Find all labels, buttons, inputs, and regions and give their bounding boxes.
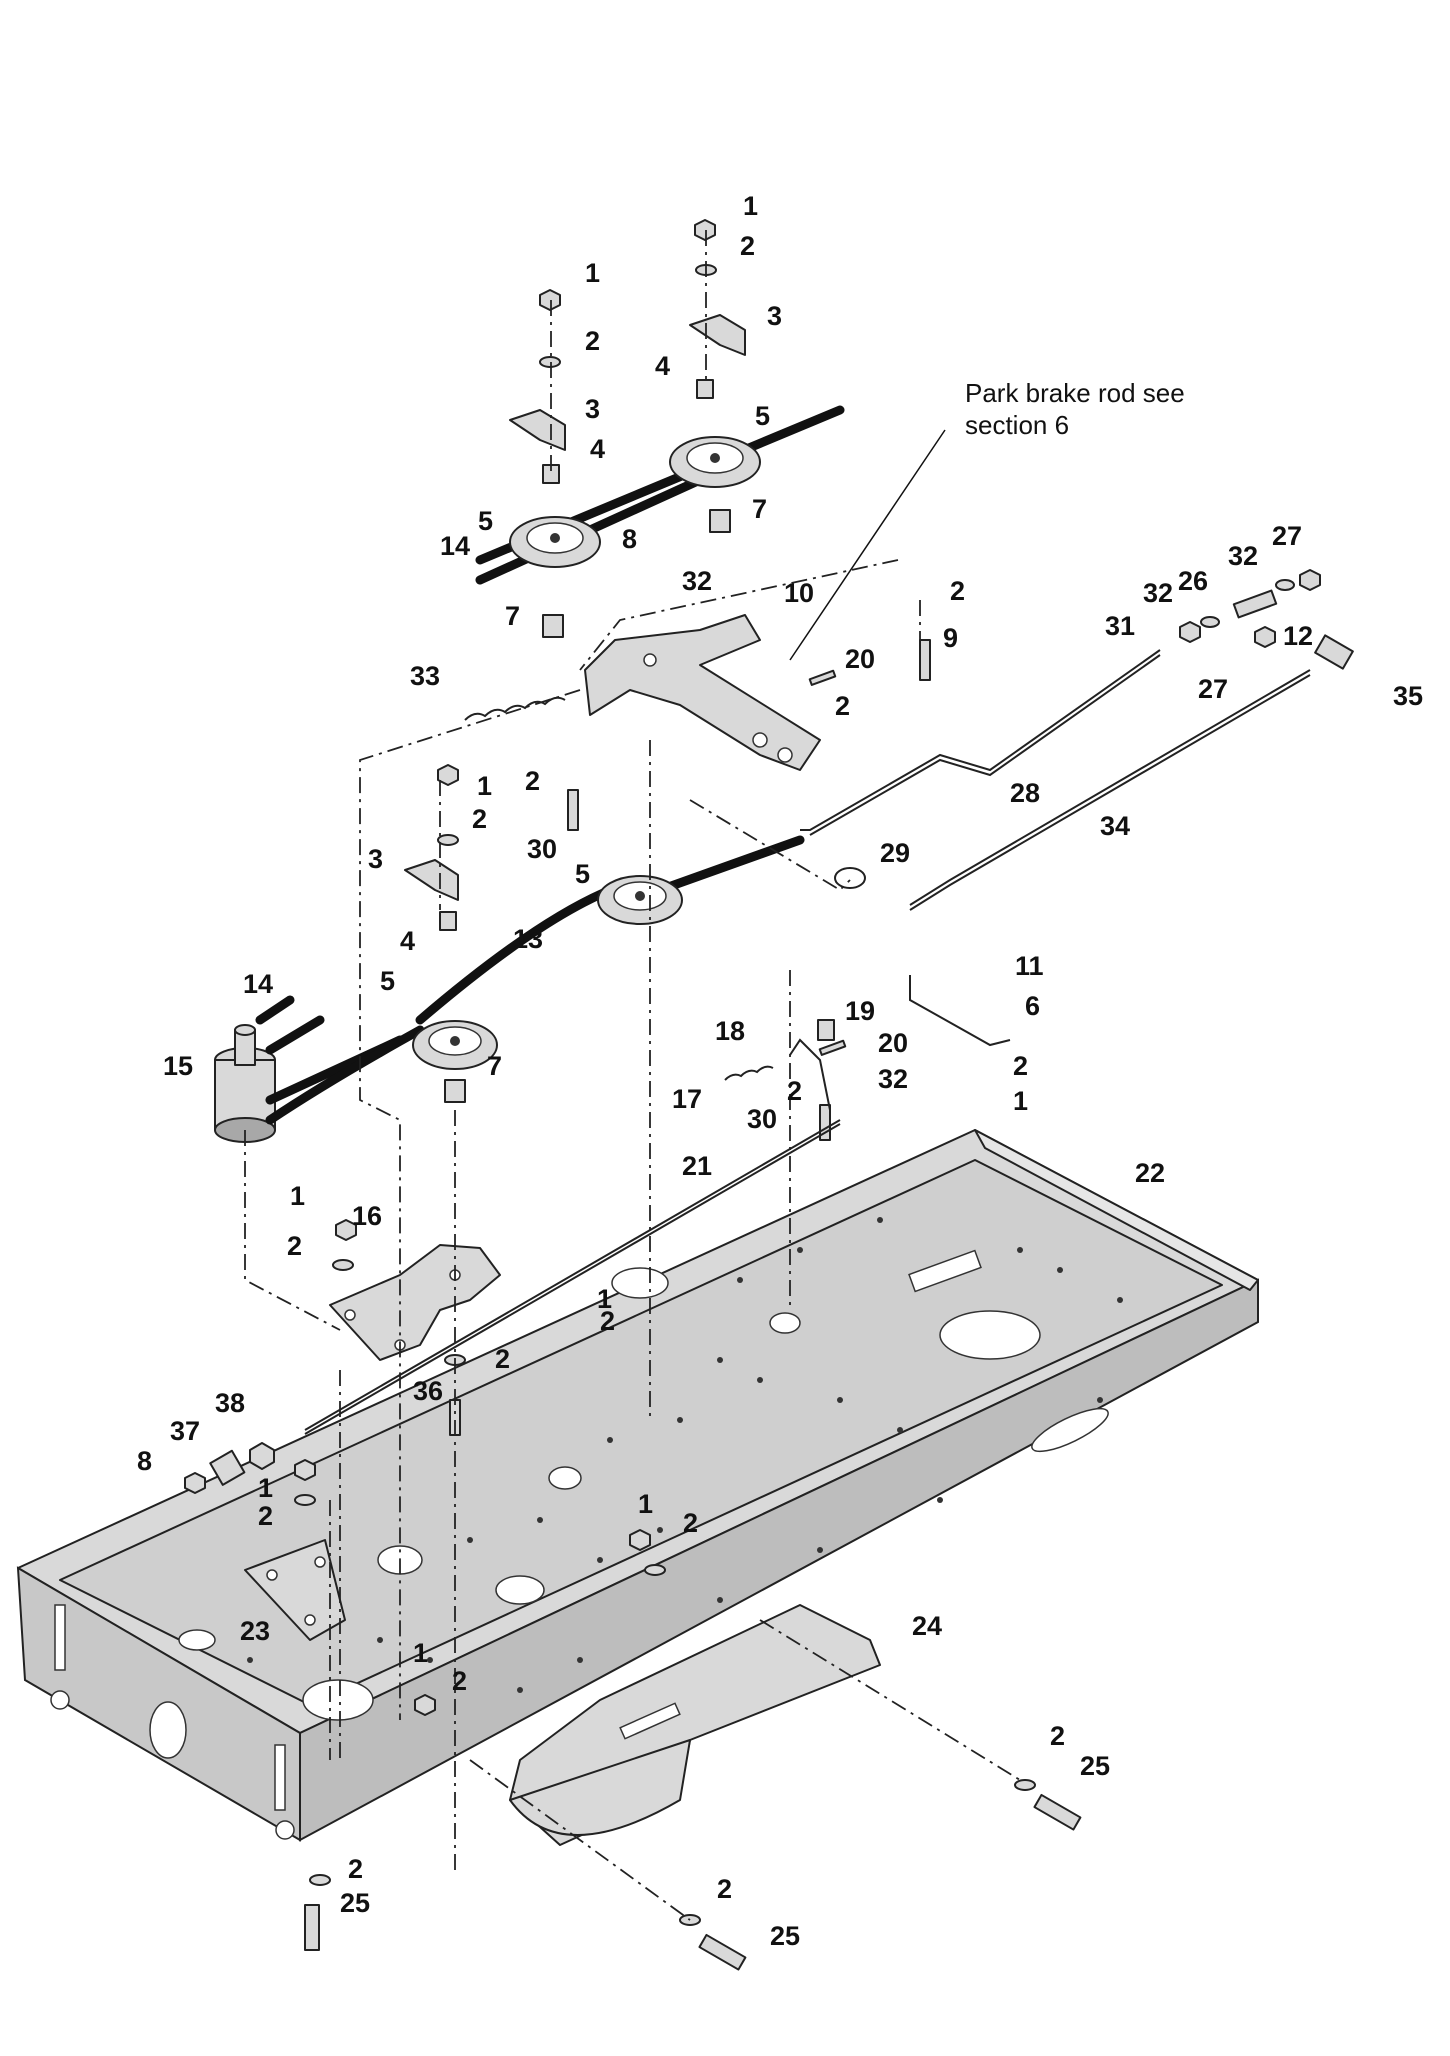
callout-label: 30	[747, 1104, 777, 1134]
callout-label: 5	[380, 966, 395, 996]
callout-label: 36	[413, 1376, 443, 1406]
callout-label: 29	[880, 838, 910, 868]
callout-label: 20	[878, 1028, 908, 1058]
callout-label: 14	[243, 969, 273, 999]
callout-label: 2	[258, 1501, 273, 1531]
callout-label: 9	[943, 623, 958, 653]
callout-label: 1	[477, 771, 492, 801]
callout-label: 2	[348, 1854, 363, 1884]
callout-label: 1	[585, 258, 600, 288]
callout-label: 22	[1135, 1158, 1165, 1188]
callout-label: 24	[912, 1611, 942, 1641]
callout-label: 4	[590, 434, 605, 464]
callout-label: 25	[770, 1921, 800, 1951]
callout-label: 3	[368, 844, 383, 874]
callout-label: 2	[787, 1076, 802, 1106]
callout-label: 5	[575, 859, 590, 889]
idler-pulley-upper-right	[669, 436, 761, 488]
callout-label: 5	[478, 506, 493, 536]
callout-label: 25	[340, 1888, 370, 1918]
brackets	[244, 614, 1011, 1641]
callout-label: 2	[740, 231, 755, 261]
callout-label: 33	[410, 661, 440, 691]
callout-label: 3	[585, 394, 600, 424]
callout-label: 2	[452, 1666, 467, 1696]
callout-label: 6	[1025, 991, 1040, 1021]
callout-label: 2	[472, 804, 487, 834]
callout-label: 1	[1013, 1086, 1028, 1116]
callout-label: 19	[845, 996, 875, 1026]
callout-label: 18	[715, 1016, 745, 1046]
callout-label: 1	[258, 1473, 273, 1503]
callout-label: 37	[170, 1416, 200, 1446]
callout-label: 2	[950, 576, 965, 606]
callout-label: 12	[1283, 621, 1313, 651]
callout-label: 16	[352, 1201, 382, 1231]
idler-pulley-lower	[412, 1020, 498, 1070]
callout-label: 2	[683, 1508, 698, 1538]
callout-label: 7	[752, 494, 767, 524]
callout-label: 2	[495, 1344, 510, 1374]
callout-label: 7	[505, 601, 520, 631]
callout-label: 15	[163, 1051, 193, 1081]
callout-label: 32	[682, 566, 712, 596]
callout-label: 31	[1105, 611, 1135, 641]
callout-label: 20	[845, 644, 875, 674]
callout-label: 7	[487, 1051, 502, 1081]
callout-label: 32	[1228, 541, 1258, 571]
callout-label: 32	[878, 1064, 908, 1094]
callout-label: 1	[638, 1489, 653, 1519]
callout-label: 2	[525, 766, 540, 796]
callout-label: 2	[585, 326, 600, 356]
callout-label: 2	[287, 1231, 302, 1261]
callout-label: 27	[1272, 521, 1302, 551]
callout-label: 11	[1015, 951, 1044, 981]
callout-label: 8	[137, 1446, 152, 1476]
callout-label: 23	[240, 1616, 270, 1646]
rods	[304, 649, 1311, 1435]
callout-label: 3	[767, 301, 782, 331]
callout-label: 10	[784, 578, 814, 608]
callout-label: 2	[1050, 1721, 1065, 1751]
callout-label: 26	[1178, 566, 1208, 596]
pulleys	[412, 436, 761, 1070]
callout-label: 27	[1198, 674, 1228, 704]
note-line-2: section 6	[965, 410, 1069, 440]
callout-label: 17	[672, 1084, 702, 1114]
hardware	[184, 219, 1354, 1971]
idler-pulley-upper-left	[509, 516, 601, 568]
callout-label: 13	[513, 924, 543, 954]
callout-label: 38	[215, 1388, 245, 1418]
callout-label: 5	[755, 401, 770, 431]
callout-labels: 1 2 3 4 5 7 1 2 3 4 5 14 7 8 32 10 2 9 2…	[137, 191, 1423, 1951]
callout-label: 25	[1080, 1751, 1110, 1781]
callout-label: 21	[682, 1151, 712, 1181]
callout-label: 4	[655, 351, 670, 381]
callout-label: 1	[290, 1181, 305, 1211]
callout-label: 1	[743, 191, 758, 221]
callout-label: 35	[1393, 681, 1423, 711]
note-line-1: Park brake rod see	[965, 378, 1185, 408]
assembly-lines	[244, 230, 1021, 1921]
callout-label: 2	[717, 1874, 732, 1904]
callout-label: 2	[600, 1306, 615, 1336]
callout-label: 14	[440, 531, 470, 561]
callout-label: 1	[597, 1284, 612, 1314]
callout-label: 4	[400, 926, 415, 956]
callout-label: 8	[622, 524, 637, 554]
callout-label: 32	[1143, 578, 1173, 608]
idler-pulley-middle	[597, 875, 683, 925]
callout-label: 1	[413, 1638, 428, 1668]
callout-label: 30	[527, 834, 557, 864]
callout-label: 2	[835, 691, 850, 721]
callout-label: 28	[1010, 778, 1040, 808]
callout-label: 2	[1013, 1051, 1028, 1081]
callout-label: 34	[1100, 811, 1130, 841]
transaxle-pulley	[214, 1024, 276, 1143]
foot-plate	[509, 1604, 881, 1846]
